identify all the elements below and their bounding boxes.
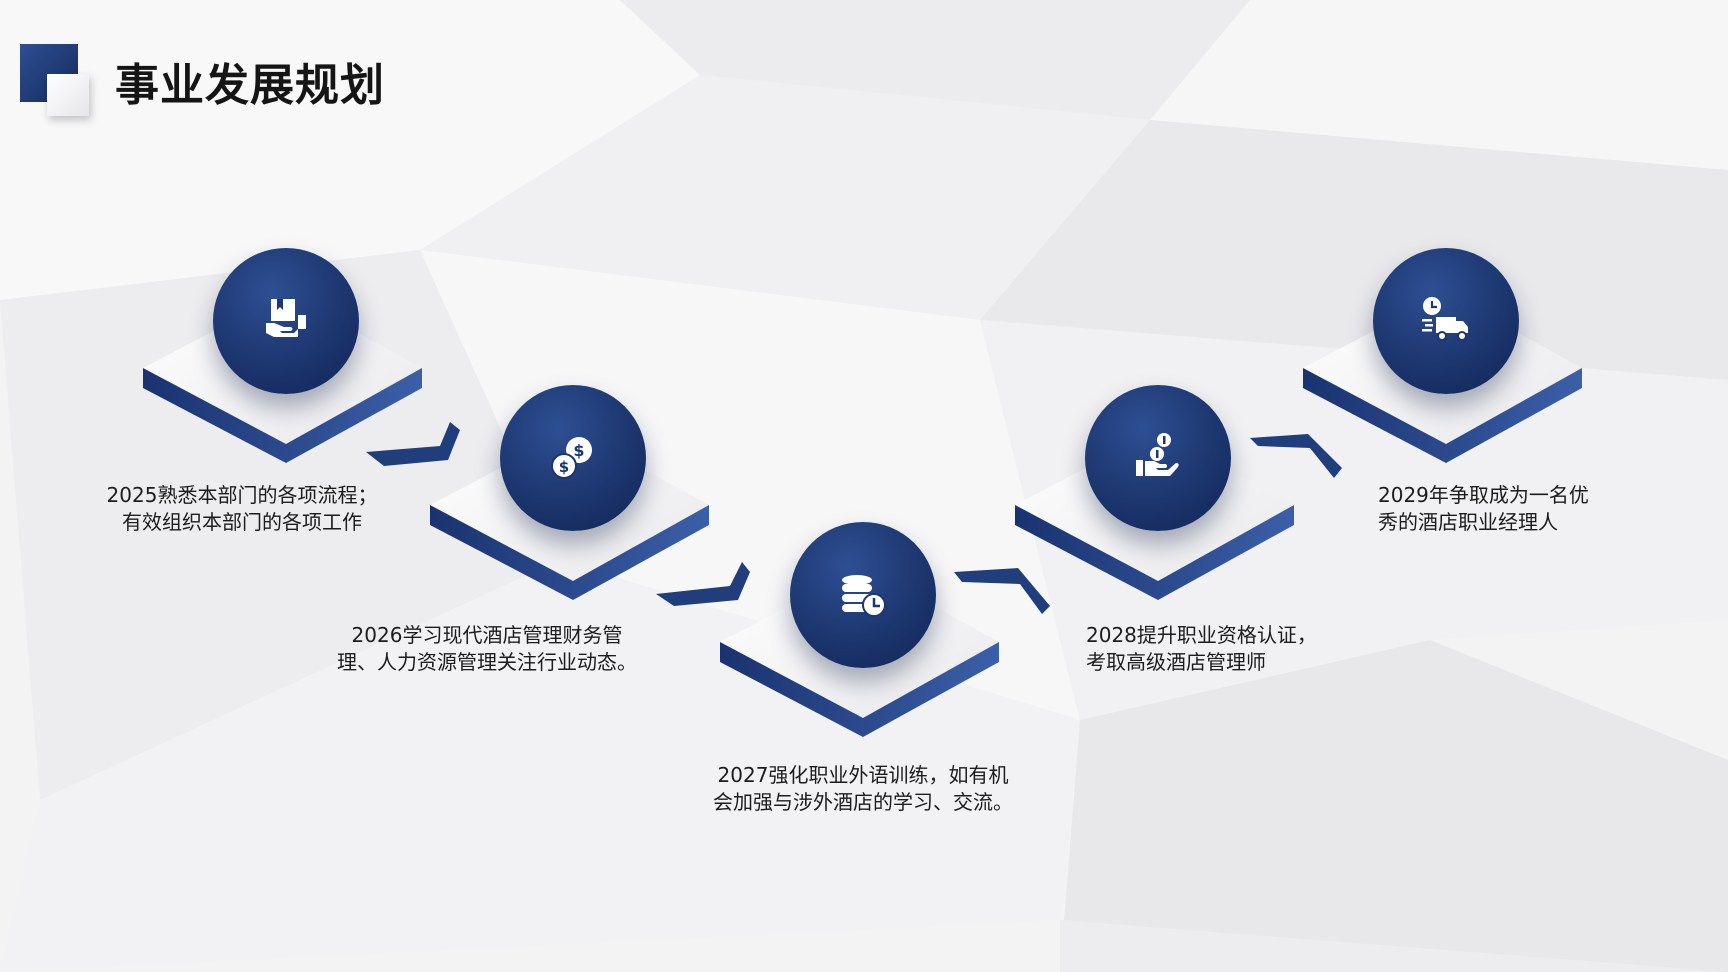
step-2028-text: 2028提升职业资格认证， 考取高级酒店管理师 <box>1086 623 1317 674</box>
step-2029 <box>1303 248 1593 468</box>
logo-light-square <box>47 74 89 116</box>
svg-text:$: $ <box>573 441 584 460</box>
hand-coins-icon <box>1136 433 1179 476</box>
step-2026-text: 2026学习现代酒店管理财务管 理、人力资源管理关注行业动态。 <box>337 623 637 674</box>
connector-arrow-3 <box>954 568 1050 614</box>
svg-text:$: $ <box>559 458 569 476</box>
page-title: 事业发展规划 <box>115 60 385 111</box>
database-clock-icon <box>842 575 886 617</box>
step-icon-circle <box>213 248 359 394</box>
step-icon-circle <box>1085 385 1231 531</box>
step-icon-circle: $ $ <box>500 385 646 531</box>
delivery-truck-clock-icon <box>1422 297 1468 341</box>
step-2028 <box>1015 385 1305 605</box>
step-2026: $ $ <box>430 385 720 605</box>
step-2027-text: 2027强化职业外语训练，如有机 会加强与涉外酒店的学习、交流。 <box>713 763 1013 814</box>
connector-arrow-1 <box>366 422 460 466</box>
connector-arrow-2 <box>656 562 750 606</box>
step-icon-circle <box>790 522 936 668</box>
connector-arrow-4 <box>1250 434 1342 478</box>
step-icon-circle <box>1373 248 1519 394</box>
coins-icon: $ $ <box>551 437 592 479</box>
step-2025-text: 2025熟悉本部门的各项流程； 有效组织本部门的各项工作 <box>106 483 378 534</box>
step-2029-text: 2029年争取成为一名优 秀的酒店职业经理人 <box>1378 483 1589 534</box>
step-2027 <box>720 522 1010 742</box>
document-hand-icon <box>266 299 306 337</box>
title-logo <box>20 44 92 118</box>
step-2025 <box>143 248 433 468</box>
